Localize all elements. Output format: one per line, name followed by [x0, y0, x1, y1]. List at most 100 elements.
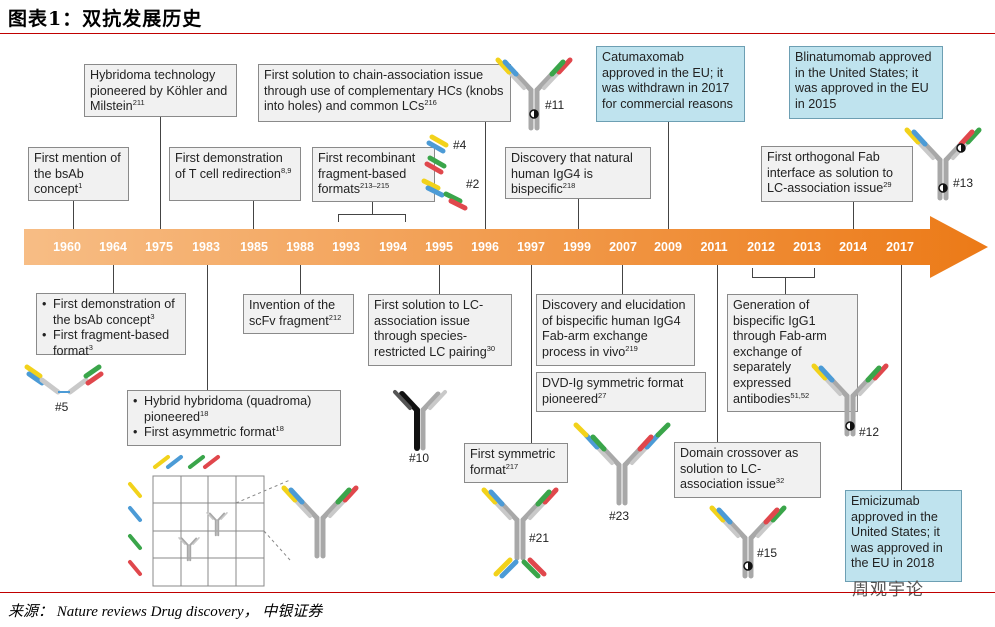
event-text: First solution to LC-association issue t… [374, 298, 487, 359]
year-1996: 1996 [471, 240, 499, 254]
connector-2007 [622, 265, 623, 294]
event-1993: First recombinant fragment-based formats… [312, 147, 435, 202]
event-text: First demonstration of T cell redirectio… [175, 151, 283, 181]
format-label-5: #5 [55, 400, 69, 414]
footer-divider [0, 592, 995, 593]
event-1960: First mention of the bsAb concept1 [28, 147, 129, 201]
event-ref: 218 [562, 181, 576, 190]
fragment-format-2 [421, 178, 468, 211]
year-1975: 1975 [145, 240, 173, 254]
event-text: Hybridoma technology pioneered by Köhler… [90, 68, 228, 114]
connector-1964 [113, 265, 114, 293]
event-2011: Domain crossover as solution to LC-assoc… [674, 442, 821, 498]
connector-1997 [531, 265, 532, 443]
connector-1975 [160, 117, 161, 229]
event-ref: 212 [328, 312, 342, 322]
event-text: Blinatumomab approved in the United Stat… [795, 50, 932, 111]
connector-2014 [853, 202, 854, 229]
connector-2009 [668, 122, 669, 229]
bracket-right [405, 214, 406, 222]
event-1985: First demonstration of T cell redirectio… [169, 147, 301, 201]
year-1960: 1960 [53, 240, 81, 254]
year-2017: 2017 [886, 240, 914, 254]
page-title: 图表1：双抗发展历史 [8, 8, 203, 30]
year-1995: 1995 [425, 240, 453, 254]
event-ref: 27 [598, 390, 607, 400]
year-1997: 1997 [517, 240, 545, 254]
event-bullet: First fragment-based format3 [42, 328, 180, 359]
year-1988: 1988 [286, 240, 314, 254]
event-2017: Emicizumab approved in the United States… [845, 490, 962, 582]
bracket-1993-1994 [338, 214, 406, 215]
year-2007: 2007 [609, 240, 637, 254]
event-ref: 216 [424, 98, 437, 107]
antibody-format-13 [904, 127, 982, 198]
event-text: First asymmetric format [144, 425, 276, 440]
connector-2013 [785, 277, 786, 294]
year-2009: 2009 [654, 240, 682, 254]
antibody-format-23 [573, 422, 671, 503]
antibody-format-15 [709, 505, 787, 576]
event-ref: 51,52 [790, 390, 810, 400]
format-label-10: #10 [409, 451, 430, 465]
antibody-format-11 [495, 57, 573, 128]
format-label-21: #21 [529, 531, 550, 545]
event-ref: 30 [486, 343, 496, 353]
quadroma-antibody [281, 485, 359, 556]
event-text: Generation of bispecific IgG1 through Fa… [733, 298, 827, 406]
event-text: DVD-Ig symmetric format pioneered [542, 376, 684, 406]
event-text: First fragment-based format [53, 328, 170, 358]
event-text: Discovery and elucidation of bispecific … [542, 298, 686, 359]
event-text: First mention of the bsAb concept [34, 151, 121, 197]
event-1997: First symmetric format217 [464, 443, 568, 483]
event-1995: First solution to LC-association issue t… [368, 294, 512, 366]
event-text: Hybrid hybridoma (quadroma) pioneered [144, 394, 312, 424]
event-1964: First demonstration of the bsAb concept3… [36, 293, 186, 358]
event-2007-fab-arm: Discovery and elucidation of bispecific … [536, 294, 695, 366]
year-2012: 2012 [747, 240, 775, 254]
event-1983: Hybrid hybridoma (quadroma) pioneered18 … [127, 390, 341, 446]
event-2007-dvd-ig: DVD-Ig symmetric format pioneered27 [536, 372, 706, 412]
event-ref: 8,9 [280, 165, 292, 175]
connector-2017 [901, 265, 902, 490]
quadroma-grid [128, 455, 291, 587]
fragment-format-4 [424, 134, 449, 175]
event-ref: 18 [275, 424, 284, 433]
event-text: Emicizumab approved in the United States… [851, 494, 943, 571]
event-text: First demonstration of the bsAb concept [53, 297, 175, 327]
event-ref: 219 [625, 343, 638, 353]
fragment-format-5 [24, 364, 104, 395]
connector-1988 [300, 265, 301, 294]
event-2014-blinatumomab: Blinatumomab approved in the United Stat… [789, 46, 943, 119]
event-1975: Hybridoma technology pioneered by Köhler… [84, 64, 237, 117]
event-ref: 18 [200, 408, 209, 418]
year-1985: 1985 [240, 240, 268, 254]
year-1964: 1964 [99, 240, 127, 254]
event-ref: 211 [132, 98, 145, 107]
event-text: First orthogonal Fab interface as soluti… [767, 150, 894, 196]
format-label-15: #15 [757, 546, 778, 560]
event-text: First recombinant fragment-based formats [318, 151, 416, 197]
bracket-2012-right [814, 268, 815, 277]
event-text: Domain crossover as solution to LC-assoc… [680, 446, 799, 492]
connector-1993 [372, 202, 373, 214]
antibody-format-12 [811, 363, 889, 434]
event-text: First solution to chain-association issu… [264, 68, 504, 114]
connector-1996 [485, 122, 486, 229]
antibody-format-10 [393, 390, 447, 451]
connector-2011 [717, 265, 718, 442]
event-ref: 213–215 [360, 181, 390, 190]
event-1988: Invention of the scFv fragment212 [243, 294, 354, 334]
year-2013: 2013 [793, 240, 821, 254]
connector-1960 [73, 201, 74, 229]
event-text: Catumaxomab approved in the EU; it was w… [602, 50, 733, 111]
quadroma-grid-antibody [177, 536, 201, 562]
event-bullet: Hybrid hybridoma (quadroma) pioneered18 [133, 394, 335, 425]
bracket-2012-left [752, 268, 753, 277]
connector-1983 [207, 265, 208, 390]
year-1983: 1983 [192, 240, 220, 254]
format-label-23: #23 [609, 509, 630, 523]
event-ref: 29 [883, 180, 892, 189]
